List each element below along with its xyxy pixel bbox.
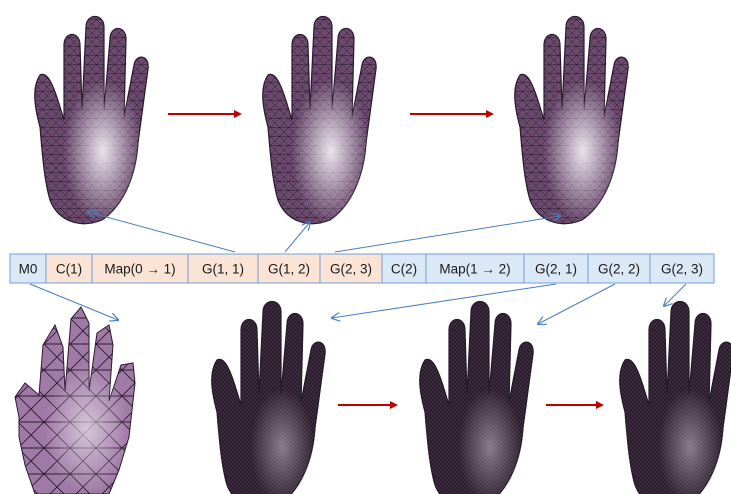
sequence-cell: Map(1 → 2) <box>426 254 524 283</box>
hand-mesh-bottom-3 <box>620 302 731 494</box>
sequence-cell: G(1, 1) <box>188 254 258 283</box>
sequence-cell: G(2, 2) <box>588 254 650 283</box>
hand-mesh-bottom-1 <box>212 302 325 494</box>
hand-mesh-coarse <box>15 307 135 494</box>
sequence-bar: M0 C(1) Map(0 → 1) G(1, 1) G(1, 2) G(2, 3) C(2… <box>10 254 714 283</box>
sequence-cell: G(2, 3) <box>650 254 714 283</box>
sequence-cell: C(1) <box>46 254 92 283</box>
sequence-cell-label: M0 <box>19 262 38 277</box>
link-arrow-m0 <box>30 284 118 320</box>
hand-mesh-bottom-2 <box>420 302 533 494</box>
link-arrow-g22 <box>538 284 615 324</box>
link-arrow-g23-top <box>335 216 560 252</box>
sequence-cell-label: G(2, 3) <box>661 262 703 277</box>
sequence-cell-label: Map(1 → 2) <box>439 262 510 277</box>
sequence-cell: G(2, 3) <box>320 254 382 283</box>
sequence-cell-label: G(1, 1) <box>202 262 244 277</box>
hand-mesh-top-2 <box>263 17 376 224</box>
sequence-cell-label: G(2, 2) <box>598 262 640 277</box>
sequence-cell-label: C(2) <box>391 262 417 277</box>
sequence-cell-label: Map(0 → 1) <box>104 262 175 277</box>
sequence-cell-label: C(1) <box>56 262 82 277</box>
sequence-cell: C(2) <box>382 254 426 283</box>
hand-mesh-top-3 <box>515 17 628 224</box>
sequence-cell-label: G(1, 2) <box>268 262 310 277</box>
sequence-cell: Map(0 → 1) <box>92 254 188 283</box>
sequence-cell-label: G(2, 1) <box>535 262 577 277</box>
link-arrow-g21 <box>332 284 556 318</box>
link-arrow-g11 <box>88 212 235 252</box>
link-arrow-g12 <box>285 222 310 252</box>
sequence-cell: G(1, 2) <box>258 254 320 283</box>
hand-mesh-top-1 <box>35 17 148 224</box>
sequence-cell-label: G(2, 3) <box>330 262 372 277</box>
sequence-cell: G(2, 1) <box>524 254 588 283</box>
sequence-cell: M0 <box>10 254 46 283</box>
